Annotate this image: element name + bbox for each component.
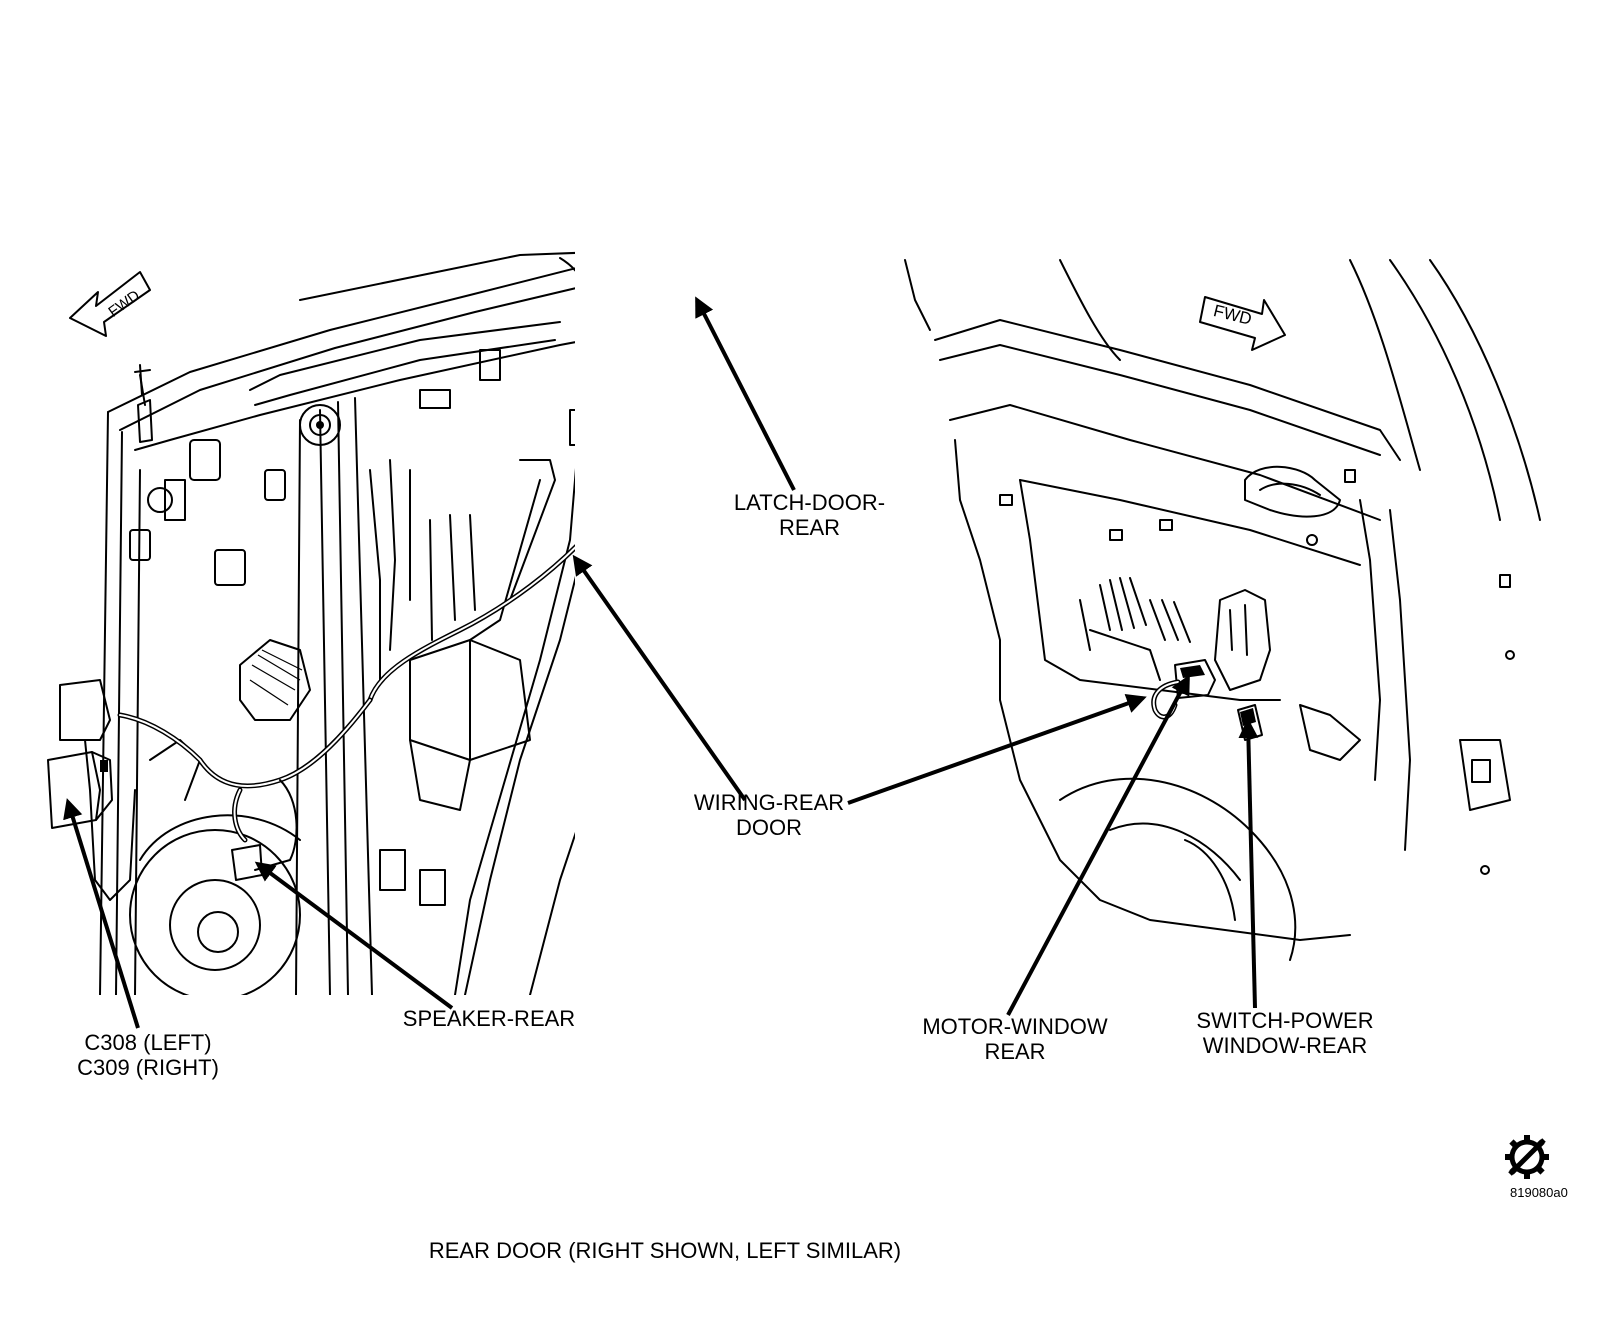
- left-door-view: [47, 251, 575, 995]
- motor-label-line-1: MOTOR-WINDOW: [922, 1014, 1108, 1039]
- fwd-arrow-right: FWD: [1199, 296, 1286, 351]
- latch-label-line-1: LATCH-DOOR-: [733, 490, 886, 515]
- wiring-leader-left: [572, 554, 747, 802]
- speaker-leader: [254, 861, 454, 1010]
- wiring-label-line-2: DOOR: [736, 815, 802, 840]
- motor-label: MOTOR-WINDOW REAR: [915, 1014, 1115, 1064]
- fwd-left-text: FWD: [105, 287, 143, 321]
- speaker-label-line-1: SPEAKER-REAR: [402, 1006, 576, 1031]
- speaker-label: SPEAKER-REAR: [389, 1006, 589, 1031]
- wiring-label-line-1: WIRING-REAR: [693, 790, 845, 815]
- latch-label-line-2: REAR: [778, 515, 841, 540]
- switch-label: SWITCH-POWER WINDOW-REAR: [1185, 1008, 1385, 1058]
- figure-code: 819080a0: [1510, 1185, 1568, 1200]
- gear-icon: [1505, 1135, 1549, 1179]
- wiring-label: WIRING-REAR DOOR: [690, 790, 848, 840]
- latch-leader: [695, 296, 796, 491]
- motor-leader: [1006, 674, 1190, 1016]
- switch-label-line-2: WINDOW-REAR: [1202, 1033, 1368, 1058]
- latch-label: LATCH-DOOR- REAR: [722, 490, 897, 540]
- switch-leader: [1238, 718, 1259, 1009]
- figure-caption: REAR DOOR (RIGHT SHOWN, LEFT SIMILAR): [428, 1238, 902, 1263]
- connector-leader: [63, 798, 140, 1029]
- wiring-leader-right: [847, 693, 1147, 805]
- right-door-view: [904, 259, 1541, 961]
- connector-label: C308 (LEFT) C309 (RIGHT): [68, 1030, 228, 1080]
- fwd-arrow-left: FWD: [69, 271, 151, 337]
- fwd-right-text: FWD: [1212, 301, 1254, 329]
- switch-label-line-1: SWITCH-POWER: [1196, 1008, 1374, 1033]
- motor-label-line-2: REAR: [984, 1039, 1046, 1064]
- connector-label-line-2: C309 (RIGHT): [77, 1055, 219, 1080]
- connector-label-line-1: C308 (LEFT): [84, 1030, 212, 1055]
